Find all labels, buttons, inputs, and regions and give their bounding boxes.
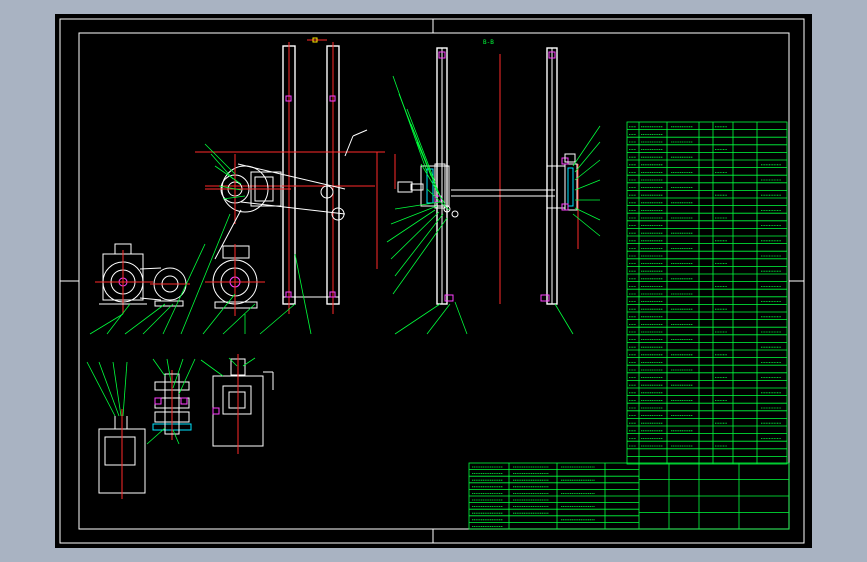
detail-view-1 bbox=[98, 409, 146, 499]
leader-lines bbox=[86, 75, 601, 445]
motor-right bbox=[205, 209, 265, 316]
section-bb-view: B-B bbox=[397, 39, 579, 305]
pulley-left bbox=[139, 267, 190, 307]
cad-drawing-viewport[interactable]: B-B bbox=[55, 14, 812, 548]
border-ticks bbox=[60, 19, 804, 543]
motor-left bbox=[95, 243, 153, 314]
detail-view-2 bbox=[152, 370, 192, 440]
section-label: B-B bbox=[483, 39, 494, 46]
detail-view-3 bbox=[212, 354, 274, 454]
cad-drawing: B-B bbox=[59, 18, 805, 544]
parts-list-table bbox=[626, 121, 788, 465]
title-block bbox=[468, 462, 790, 530]
